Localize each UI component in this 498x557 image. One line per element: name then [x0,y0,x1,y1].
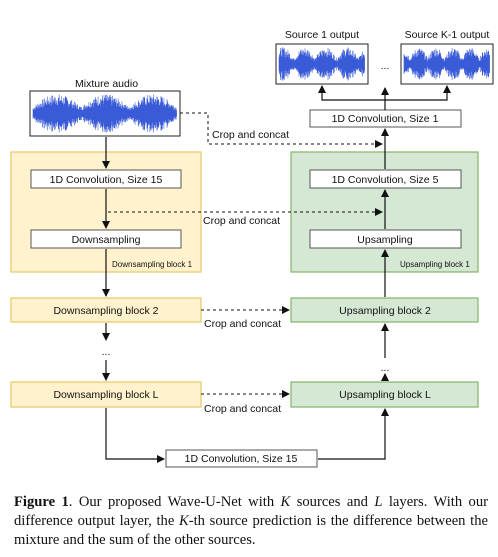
source-k1-output-label: Source K-1 output [405,29,490,41]
up1-conv-label: 1D Convolution, Size 5 [332,174,439,186]
bottom-conv-label: 1D Convolution, Size 15 [185,453,298,465]
source-1-output-label: Source 1 output [285,29,359,41]
down1-downsampling-label: Downsampling [72,234,141,246]
crop-concat-label-1: Crop and concat [203,215,280,227]
downsampling-block-2 [10,297,202,323]
final-conv-label: 1D Convolution, Size 1 [332,113,439,125]
caption-k-2: K [179,513,189,529]
upl-label: Upsampling block L [339,389,431,401]
arrow-to-source1 [318,85,386,110]
down1-conv-box [30,169,182,189]
caption-part-3: layers. With our difference output layer… [14,494,488,529]
caption-part-2: sources and [290,494,375,510]
downsampling-block-l [10,381,202,408]
down1-title: Downsampling block 1 [112,260,193,269]
crop-concat-label-l: Crop and concat [204,403,281,415]
bottom-conv-box [165,449,318,468]
up-ellipsis: ... [381,362,390,374]
source-k1-waveform [400,43,494,85]
caption-part-4: -th source prediction is the difference … [14,513,489,548]
crop-concat-label-2: Crop and concat [204,318,281,330]
up1-upsampling-label: Upsampling [357,234,413,246]
down1-downsampling-box [30,229,182,249]
upsampling-block-2 [290,297,479,323]
skip-mixture-to-final [180,112,383,148]
figure-label: Figure 1 [14,494,69,510]
down-ellipsis: ... [102,346,111,358]
up2-label: Upsampling block 2 [339,305,431,317]
figure-caption: Figure 1. Our proposed Wave-U-Net with K… [14,493,488,550]
up1-upsampling-box [309,229,462,249]
caption-l: L [374,494,383,510]
arrow-to-sourcek1 [385,85,451,101]
mixture-audio-label: Mixture audio [75,78,138,90]
arrow-downl-to-bottom [105,408,165,463]
caption-k-1: K [280,494,291,510]
down2-label: Downsampling block 2 [53,305,158,317]
up1-conv-box [309,169,462,189]
downl-label: Downsampling block L [53,389,158,401]
down1-conv-label: 1D Convolution, Size 15 [50,174,163,186]
outputs-ellipsis: ... [381,60,390,72]
up1-title: Upsampling block 1 [400,260,470,269]
arrow-bottom-to-upl [318,408,389,460]
upsampling-block-l [290,381,479,408]
caption-part-1: . Our proposed Wave-U-Net with [68,494,281,510]
source-1-waveform [275,43,369,85]
crop-concat-label-top: Crop and concat [212,129,289,141]
mixture-waveform [29,90,181,137]
